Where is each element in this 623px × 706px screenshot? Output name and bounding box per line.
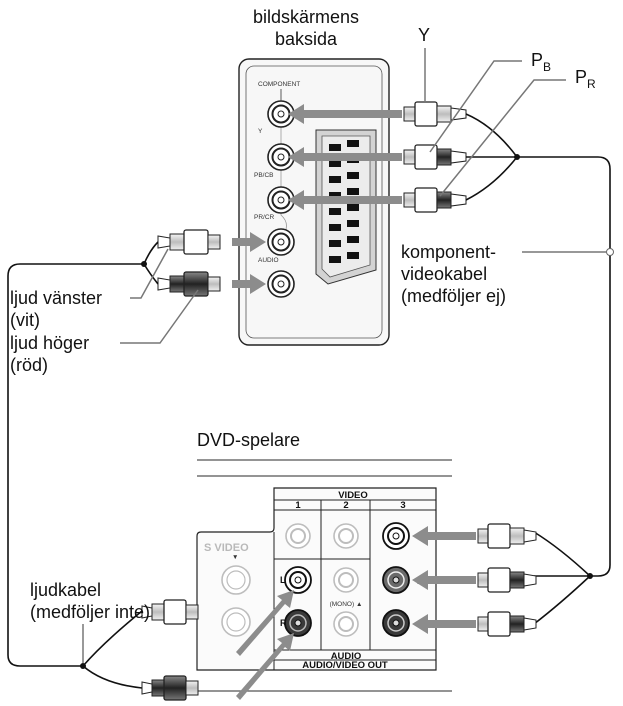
audio-jack-2-r [333,611,359,637]
component-cable-marker [606,248,614,256]
dvd-out-pr-jack[interactable] [382,609,410,637]
tv-rear-title: bildskärmens baksida [253,7,359,49]
tv-audio-label: AUDIO [258,257,279,264]
component-video-cable [465,113,611,625]
audio-right-line1: ljud höger [10,333,89,353]
tv-audio-plug-red [157,271,221,297]
video-jack-2 [333,523,359,549]
audio-cable-junction-bottom [80,663,86,669]
dvd-rear-panel: VIDEO 1 2 3 S VIDEO ▼ L R [196,487,437,671]
audio-cable-line1: ljudkabel [30,580,101,600]
tv-jack-audio-l[interactable] [267,228,295,256]
audio-l-label: L [280,575,286,585]
video-col1-label: 1 [295,500,301,511]
s-video-jack-2 [221,607,251,637]
dvd-out-y-jack[interactable] [382,522,410,550]
signal-pb-label: PB [531,50,551,74]
mono-label: (MONO) ▲ [330,601,363,608]
audio-cable-label: ljudkabel (medföljer inte) [30,580,150,663]
dvd-plug-pr [477,611,537,637]
component-cable-line3: (medföljer ej) [401,286,506,306]
audio-r-label: R [280,618,287,628]
tv-jack-y-label: Y [258,128,263,135]
dvd-insert-arrows [236,526,476,700]
component-cable-line2: videokabel [401,264,487,284]
dvd-audio-label: AUDIO [331,651,362,662]
audio-left-line1: ljud vänster [10,288,102,308]
dvd-plug-pb [477,567,537,593]
dvd-audio-plug-white [141,599,199,625]
tv-plug-pb [403,144,467,170]
tv-jack-pb[interactable]: PB/CB [254,143,295,179]
signal-pr-label: PR [575,67,596,91]
s-video-label: S VIDEO [204,542,249,554]
scart-connector [315,129,377,285]
video-col3-label: 3 [400,500,405,511]
tv-insert-arrows [232,104,402,294]
component-cable-junction-bottom [587,573,593,579]
tv-plug-pr [403,187,467,213]
video-header: VIDEO [338,490,368,501]
signal-labels: Y PB PR [418,25,596,197]
dvd-audio-r-jack[interactable] [284,609,312,637]
tv-jack-pb-label: PB/CB [254,172,274,179]
s-video-jack-1 [221,565,251,595]
dvd-plug-y [477,523,537,549]
tv-audio-plug-white [157,229,221,255]
audio-right-line2: (röd) [10,355,48,375]
dvd-out-pb-jack[interactable] [382,566,410,594]
dvd-player-title: DVD-spelare [197,430,300,450]
video-jack-1 [285,523,311,549]
component-cable-line1: komponent- [401,242,496,262]
tv-plug-y [403,101,467,127]
tv-jack-audio-r[interactable] [267,270,295,298]
audio-video-out-label: AUDIO/VIDEO OUT [302,660,388,671]
signal-y-label: Y [418,25,430,45]
component-cable-junction-top [514,154,520,160]
audio-cable-line2: (medföljer inte) [30,602,150,622]
audio-channel-labels: ljud vänster (vit) ljud höger (röd) [10,248,199,375]
dvd-audio-l-jack[interactable] [284,566,312,594]
tv-jack-pr-label: PR/CR [254,214,275,221]
tv-title-line2: baksida [275,29,338,49]
tv-jack-y[interactable]: Y [258,100,295,135]
component-cable-label: komponent- videokabel (medföljer ej) [401,242,606,306]
s-video-arrow: ▼ [232,554,238,561]
audio-cable-junction-top [141,261,147,267]
audio-left-line2: (vit) [10,310,40,330]
video-col2-label: 2 [343,500,348,511]
component-label: COMPONENT [258,81,300,88]
dvd-audio-plug-red [141,675,199,701]
audio-jack-2-l [333,567,359,593]
tv-title-line1: bildskärmens [253,7,359,27]
